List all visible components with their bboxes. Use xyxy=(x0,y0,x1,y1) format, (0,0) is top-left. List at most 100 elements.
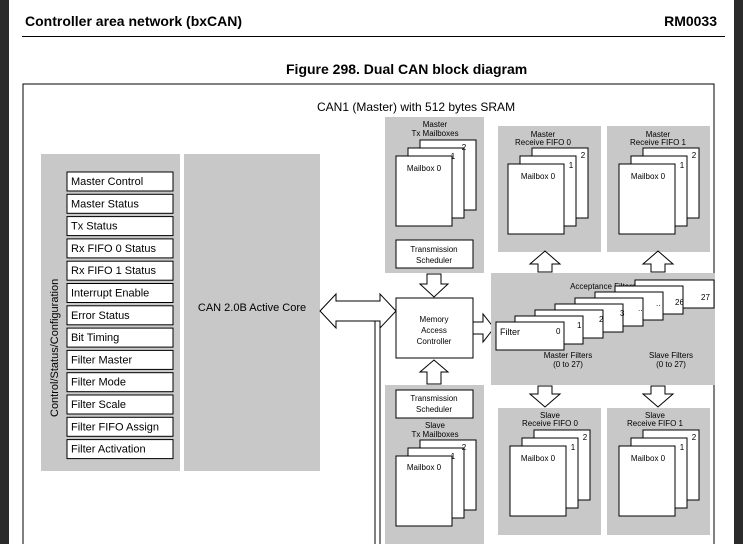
register-box xyxy=(66,171,174,192)
master-fifo0-title1: Master xyxy=(531,130,556,139)
dual-can-block-diagram: CAN1 (Master) with 512 bytes SRAM Contro… xyxy=(22,83,715,544)
slave-fifo1-num2: 2 xyxy=(692,433,697,442)
mac-filter-arrow xyxy=(472,312,495,344)
filter-number: 1 xyxy=(577,321,582,330)
register-label: Filter Master xyxy=(71,354,132,366)
slave-filters-label1: Slave Filters xyxy=(649,351,693,360)
register-label: Error Status xyxy=(71,310,130,322)
can1-label: CAN1 (Master) with 512 bytes SRAM xyxy=(317,100,515,114)
register-box xyxy=(66,283,174,303)
slave-fifo1-title1: Slave xyxy=(645,411,666,420)
register-box xyxy=(66,305,174,326)
slave-fifo0-arrow xyxy=(528,385,562,408)
master-fifo0-num1: 1 xyxy=(569,161,574,170)
master-receive-fifo1: Master Receive FIFO 1 2 1 Mailbox 0 xyxy=(607,126,710,252)
master-filters-label1: Master Filters xyxy=(544,351,592,360)
register-label: Rx FIFO 0 Status xyxy=(71,243,156,255)
master-tx-num2: 2 xyxy=(462,143,467,152)
figure-title: Figure 298. Dual CAN block diagram xyxy=(286,61,528,77)
document-page: Controller area network (bxCAN) RM0033 F… xyxy=(9,0,734,544)
filter-label: Filter xyxy=(500,327,520,337)
register-label: Interrupt Enable xyxy=(71,288,149,300)
can-core-label: CAN 2.0B Active Core xyxy=(198,302,306,314)
master-tx-title2: Tx Mailboxes xyxy=(411,129,458,138)
slave-tx-scheduler2: Scheduler xyxy=(416,405,452,414)
slave-tx-mailbox0: Mailbox 0 xyxy=(407,463,442,472)
header-section-title: Controller area network (bxCAN) xyxy=(25,13,243,29)
master-filters-label2: (0 to 27) xyxy=(553,360,583,369)
header-doc-id: RM0033 xyxy=(664,13,717,29)
register-label: Rx FIFO 1 Status xyxy=(71,265,156,277)
filter-box xyxy=(495,321,565,351)
header-rule xyxy=(22,36,725,37)
register-label: Master Status xyxy=(71,198,139,210)
register-label: Bit Timing xyxy=(71,332,119,344)
slave-fifo0-num2: 2 xyxy=(583,433,588,442)
master-tx-mailbox0: Mailbox 0 xyxy=(407,164,442,173)
slave-receive-fifo0: Slave Receive FIFO 0 2 1 Mailbox 0 xyxy=(498,408,601,535)
register-box xyxy=(66,416,174,437)
slave-fifo0-mailbox0: Mailbox 0 xyxy=(521,454,556,463)
register-label: Master Control xyxy=(71,176,143,188)
slave-fifo1-mailbox0: Mailbox 0 xyxy=(631,454,666,463)
register-label: Filter FIFO Assign xyxy=(71,421,159,433)
slave-filters-label2: (0 to 27) xyxy=(656,360,686,369)
slave-tx-title2: Tx Mailboxes xyxy=(411,430,458,439)
slave-tx-title1: Slave xyxy=(425,421,446,430)
register-box xyxy=(66,349,174,370)
register-label: Tx Status xyxy=(71,221,118,233)
filter-number: 27 xyxy=(701,293,710,302)
slave-fifo1-arrow xyxy=(641,385,675,408)
register-box xyxy=(66,372,174,393)
master-fifo1-num2: 2 xyxy=(692,151,697,160)
mac-line3: Controller xyxy=(417,337,452,346)
slave-tx-num2: 2 xyxy=(462,443,467,452)
core-mac-double-arrow xyxy=(319,292,397,330)
filter-number: 2 xyxy=(599,315,604,324)
slave-tx-mailboxes: Transmission Scheduler Slave Tx Mailboxe… xyxy=(385,385,484,544)
master-fifo1-title2: Receive FIFO 1 xyxy=(630,138,687,147)
master-tx-num1: 1 xyxy=(451,152,456,161)
slave-fifo0-title2: Receive FIFO 0 xyxy=(522,419,579,428)
master-fifo0-num2: 2 xyxy=(581,151,586,160)
filter-number: .. xyxy=(638,304,642,313)
register-label: Filter Activation xyxy=(71,444,146,456)
master-tx-scheduler1: Transmission xyxy=(410,245,457,254)
filter-stack: 27 26.... 3 2 1 0 Filter xyxy=(495,279,715,351)
register-label: Filter Scale xyxy=(71,399,126,411)
filter-number: 0 xyxy=(556,327,561,336)
slave-fifo1-num1: 1 xyxy=(680,443,685,452)
mac-line2: Access xyxy=(421,326,447,335)
slave-scheduler-arrow xyxy=(418,359,450,385)
slave-fifo1-title2: Receive FIFO 1 xyxy=(627,419,684,428)
register-box xyxy=(66,216,174,237)
mac-line1: Memory xyxy=(420,315,449,324)
master-scheduler-arrow xyxy=(418,273,450,298)
master-fifo1-arrow xyxy=(641,250,675,273)
master-fifo0-mailbox0: Mailbox 0 xyxy=(521,172,556,181)
master-receive-fifo0: Master Receive FIFO 0 2 1 Mailbox 0 xyxy=(498,126,601,252)
master-tx-title1: Master xyxy=(423,120,448,129)
master-tx-mailboxes: Master Tx Mailboxes 2 1 Mailbox 0 Transm… xyxy=(385,117,484,273)
slave-tx-num1: 1 xyxy=(451,452,456,461)
register-box xyxy=(66,193,174,214)
register-box xyxy=(66,439,174,460)
slave-fifo0-title1: Slave xyxy=(540,411,561,420)
filter-number: 3 xyxy=(620,309,625,318)
slave-fifo0-num1: 1 xyxy=(571,443,576,452)
filter-number: 26 xyxy=(675,298,684,307)
register-box xyxy=(66,394,174,415)
register-box xyxy=(66,260,174,281)
slave-tx-scheduler1: Transmission xyxy=(410,394,457,403)
master-fifo1-title1: Master xyxy=(646,130,671,139)
master-fifo1-num1: 1 xyxy=(680,161,685,170)
can-core-block xyxy=(184,154,320,471)
slave-receive-fifo1: Slave Receive FIFO 1 2 1 Mailbox 0 xyxy=(607,408,710,535)
memory-access-controller xyxy=(395,297,474,359)
filter-number: .. xyxy=(656,299,660,308)
master-fifo1-mailbox0: Mailbox 0 xyxy=(631,172,666,181)
register-box xyxy=(66,238,174,259)
master-fifo0-title2: Receive FIFO 0 xyxy=(515,138,572,147)
